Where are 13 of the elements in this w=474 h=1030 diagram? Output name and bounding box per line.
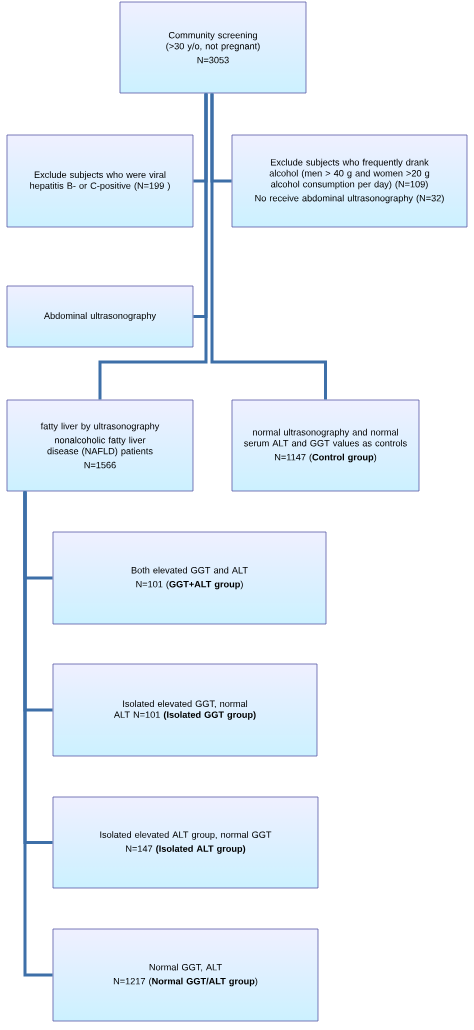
process-box: normal ultrasonography and normal serum ALT and GGT values as controls N=1147 (Control group) <box>231 399 420 492</box>
process-box: Exclude subjects who frequently drank alcohol (men > 40 g and women >20 g alcohol consumption per day) (N=109) No receive abdominal ultrasonography (N=32) <box>231 134 468 228</box>
process-box: Abdominal ultrasonography <box>6 285 194 348</box>
connector-line <box>210 93 327 400</box>
process-box: fatty liver by ultrasonography nonalcoholic fatty liver disease (NAFLD) patients N=1566 <box>6 399 194 492</box>
process-box: Exclude subjects who were viral hepatitis B- or C-positive (N=199 ) <box>6 134 194 228</box>
process-box: Isolated elevated ALT group, normal GGT N=147 (Isolated ALT group) <box>52 796 319 889</box>
connector-line <box>23 491 53 977</box>
process-box: Normal GGT, ALT N=1217 (Normal GGT/ALT group) <box>52 928 319 1022</box>
process-box: Both elevated GGT and ALT N=101 (GGT+ALT group) <box>52 531 327 625</box>
connector-line <box>98 93 208 400</box>
process-box: Isolated elevated GGT, normal ALT N=101 (Isolated GGT group) <box>52 663 318 757</box>
process-box: Community screening (>30 y/o, not pregnant) N=3053 <box>119 1 307 94</box>
